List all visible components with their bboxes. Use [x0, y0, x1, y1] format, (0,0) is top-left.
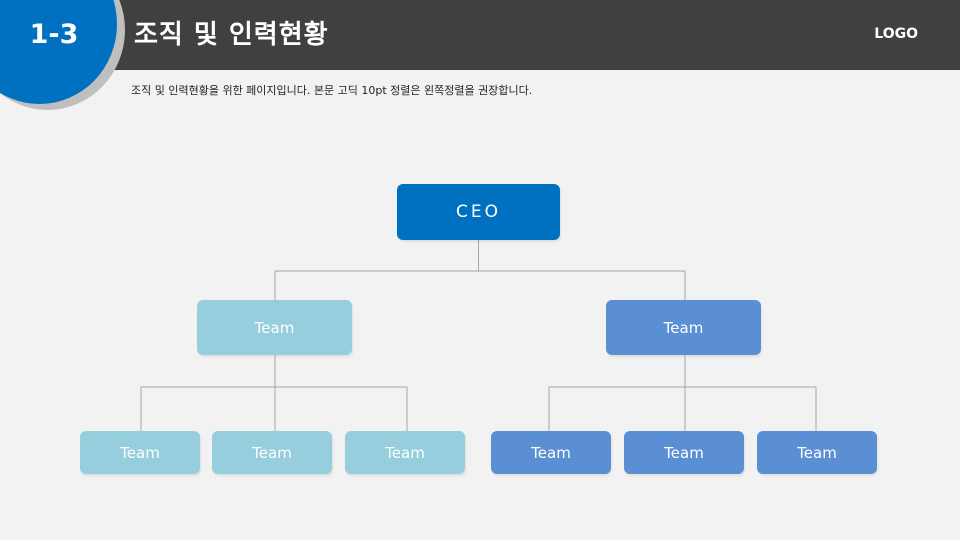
logo: LOGO [874, 26, 918, 42]
org-node-team-left: Team [197, 300, 352, 355]
org-node-subteam-right-1: Team [491, 431, 611, 474]
org-node-subteam-left-1: Team [80, 431, 200, 474]
page-description: 조직 및 인력현황을 위한 페이지입니다. 본문 고딕 10pt 정렬은 왼쪽정… [131, 84, 533, 97]
org-node-ceo: CEO [397, 184, 560, 240]
org-node-subteam-left-3: Team [345, 431, 465, 474]
header-bar: 1-3 조직 및 인력현황 LOGO [0, 0, 960, 110]
page-title: 조직 및 인력현황 [134, 20, 329, 50]
org-node-subteam-left-2: Team [212, 431, 332, 474]
org-node-subteam-right-2: Team [624, 431, 744, 474]
section-number: 1-3 [29, 19, 79, 50]
org-node-subteam-right-3: Team [757, 431, 877, 474]
org-node-team-right: Team [606, 300, 761, 355]
